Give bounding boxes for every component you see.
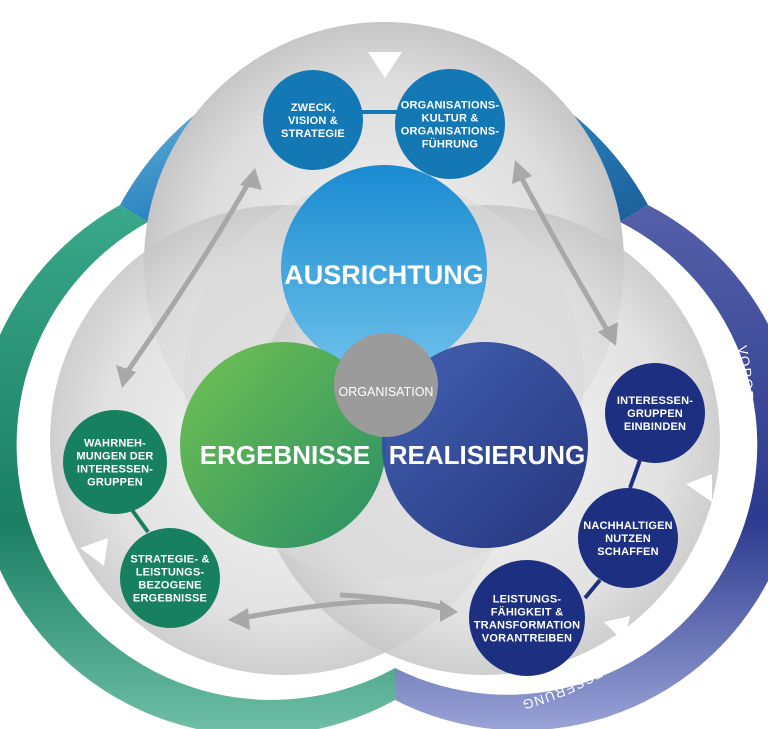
arrowhead-1 bbox=[240, 168, 262, 190]
node-label-line: STRATEGIE bbox=[281, 128, 345, 140]
node-label-line: EINBINDEN bbox=[624, 421, 686, 433]
connector-left bbox=[130, 508, 150, 534]
node-label-line: ZWECK, bbox=[291, 102, 336, 114]
node-label-line: VORANTREIBEN bbox=[482, 633, 572, 645]
label-ergebnisse: ERGEBNISSE bbox=[200, 440, 371, 470]
node-label-line: LEISTUNGS- bbox=[136, 567, 205, 579]
connector-right-1 bbox=[628, 459, 642, 489]
node-label-line: NUTZEN bbox=[605, 533, 651, 545]
connector-right-2 bbox=[583, 578, 602, 600]
circle-organisation bbox=[334, 333, 438, 437]
ring-triangles bbox=[80, 52, 712, 642]
node-kultur bbox=[395, 69, 505, 179]
node-label-kultur: ORGANISATIONS-KULTUR &ORGANISATIONS-FÜHR… bbox=[401, 100, 500, 151]
flow-arrows bbox=[122, 173, 613, 623]
arrowhead-5 bbox=[228, 608, 250, 630]
node-nachhaltig bbox=[578, 488, 678, 588]
node-label-line: ORGANISATIONS- bbox=[401, 126, 500, 138]
node-wahrnehmungen bbox=[63, 410, 167, 514]
label-realisierung: REALISIERUNG bbox=[389, 440, 585, 470]
triangle-left bbox=[80, 538, 108, 566]
node-labels: ZWECK,VISION &STRATEGIE ORGANISATIONS-KUL… bbox=[76, 100, 693, 645]
arrowhead-3 bbox=[116, 365, 136, 388]
arrow-top-right bbox=[517, 173, 613, 337]
node-label-line: GRUPPEN bbox=[87, 477, 143, 489]
node-label-line: INTERESSEN- bbox=[77, 464, 153, 476]
node-label-zweck: ZWECK,VISION &STRATEGIE bbox=[281, 102, 345, 140]
node-label-line: FÄHIGKEIT & bbox=[491, 606, 563, 619]
triangle-top bbox=[368, 52, 402, 78]
node-label-line: GRUPPEN bbox=[627, 408, 683, 420]
node-label-line: KULTUR & bbox=[422, 113, 479, 125]
node-label-line: SCHAFFEN bbox=[597, 546, 659, 558]
triangle-right-lower bbox=[604, 616, 630, 642]
node-leistung bbox=[469, 560, 585, 676]
node-strategie bbox=[120, 528, 220, 628]
circle-ausrichtung bbox=[281, 165, 487, 371]
arrowhead-4 bbox=[598, 322, 618, 346]
node-label-line: ORGANISATIONS- bbox=[401, 100, 500, 112]
node-label-line: TRANSFORMATION bbox=[474, 620, 580, 632]
node-label-line: INTERESSEN- bbox=[617, 395, 693, 407]
arrow-top-left bbox=[122, 178, 253, 377]
node-label-line: FÜHRUNG bbox=[422, 138, 478, 151]
arrowhead-6 bbox=[440, 600, 458, 622]
node-label-line: ERGEBNISSE bbox=[133, 593, 207, 605]
node-label-line: WAHRNEH- bbox=[84, 438, 146, 450]
node-label-line: BEZOGENE bbox=[138, 580, 201, 592]
node-label-line: NACHHALTIGEN bbox=[583, 520, 673, 532]
label-organisation: ORGANISATION bbox=[339, 385, 434, 399]
small-nodes bbox=[63, 69, 705, 676]
node-label-line: VISION & bbox=[288, 115, 338, 127]
node-label-line: STRATEGIE- & bbox=[130, 554, 209, 566]
node-label-line: LEISTUNGS- bbox=[493, 594, 562, 606]
node-interessen bbox=[605, 363, 705, 463]
circle-ergebnisse bbox=[180, 342, 386, 548]
node-connectors bbox=[130, 110, 642, 600]
node-zweck bbox=[263, 70, 363, 170]
arrow-heads bbox=[116, 160, 618, 630]
arrow-bottom-right bbox=[339, 592, 451, 613]
arrowhead-2 bbox=[512, 160, 532, 184]
node-label-line: MUNGEN DER bbox=[76, 451, 153, 463]
triangle-right-upper bbox=[686, 474, 712, 502]
main-circles bbox=[180, 165, 588, 548]
label-ausrichtung: AUSRICHTUNG bbox=[284, 260, 484, 290]
